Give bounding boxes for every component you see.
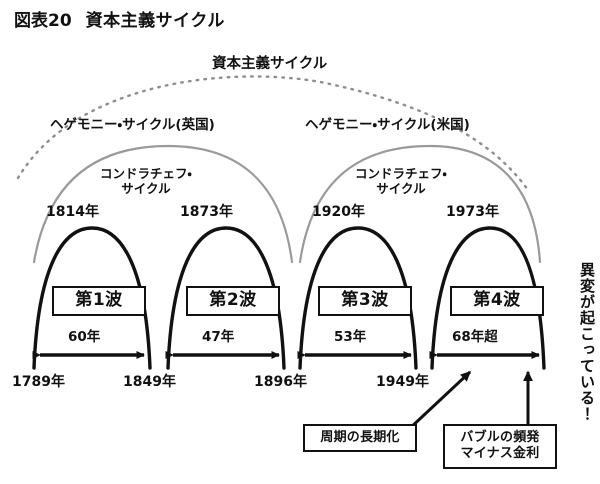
hegemony-cycle-us-label: ヘゲモニー・サイクル(米国) (305, 117, 470, 133)
annotation-box-cycle-lengthening: 周期の長期化 (303, 424, 417, 453)
kondratieff-label-left-line1: コンドラチェフ・ (100, 166, 192, 181)
kondratieff-label-left-line2: サイクル (121, 181, 171, 197)
hegemony-cycle-uk-curve (32, 144, 294, 264)
kondratieff-label-right-line1: コンドラチェフ・ (355, 166, 447, 181)
trough-year-1789: 1789年 (12, 374, 65, 390)
hegemony-cycle-uk-label: ヘゲモニー・サイクル(英国) (50, 117, 215, 133)
peak-year-1814: 1814年 (46, 204, 99, 220)
trough-year-1949: 1949年 (376, 374, 429, 390)
wave-box-2: 第2波 (186, 286, 280, 316)
annotation-arrow-cycle-lengthening (406, 370, 472, 432)
trough-year-1849: 1849年 (123, 374, 176, 390)
annotation-box-bubbles-line2: マイナス金利 (460, 446, 540, 462)
peak-year-1873: 1873年 (180, 204, 233, 220)
annotation-box-bubbles-line1: バブルの頻発 (460, 430, 540, 445)
wave-box-4: 第4波 (450, 286, 544, 316)
duration-label-wave-1: 60年 (68, 329, 101, 345)
annotation-box-bubbles: バブルの頻発 マイナス金利 (443, 424, 557, 469)
figure-title: 資本主義サイクル (85, 11, 225, 31)
duration-label-wave-3: 53年 (334, 329, 367, 345)
kondratieff-label-left: コンドラチェフ・ サイクル (100, 166, 192, 197)
capitalism-cycle-label: 資本主義サイクル (212, 56, 328, 72)
peak-year-1920: 1920年 (312, 204, 365, 220)
figure-title-row: 図表20 資本主義サイクル (14, 6, 225, 31)
hegemony-cycle-us-curve (298, 144, 542, 264)
kondratieff-label-right: コンドラチェフ・ サイクル (355, 166, 447, 197)
duration-label-wave-2: 47年 (202, 329, 235, 345)
figure-number: 図表20 (14, 11, 72, 31)
capitalism-cycle-curve (16, 75, 530, 192)
kondratieff-label-right-line2: サイクル (376, 181, 426, 197)
peak-year-1973: 1973年 (446, 204, 499, 220)
wave-box-3: 第3波 (318, 286, 412, 316)
wave-box-1: 第1波 (52, 286, 146, 316)
vertical-warning-note: 異変が起こっている！ (578, 262, 596, 422)
duration-label-wave-4: 68年超 (452, 329, 498, 345)
trough-year-1896: 1896年 (254, 374, 307, 390)
